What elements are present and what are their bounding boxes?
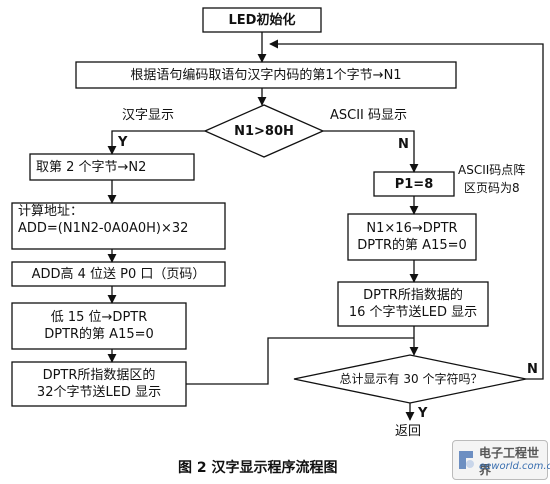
total-decision-label: 总计显示有 30 个字符吗？ [339,371,483,386]
send32-line2: 32个字节送LED 显示 [36,385,162,400]
send16-label: DPTR所指数据的 16 个字节送LED 显示 [338,282,488,326]
n1x16-line2: DPTR的第 A15=0 [357,238,467,253]
end-label: 返回 [395,424,422,439]
send-p0-box [11,261,226,287]
calc-addr-line2: ADD=(N1N2-0A0A0H)×32 [18,221,189,236]
left-branch-merge-line [186,337,414,385]
p1-label: P1=8 [394,176,434,192]
hanzi-branch-label: 汉字显示 [122,108,175,123]
fetch-second-label: 取第 2 个字节→N2 [36,159,147,175]
send16-line1: DPTR所指数据的 [363,288,463,303]
n1x16-line1: N1×16→DPTR [366,221,458,236]
logo-mark-icon [459,451,474,469]
n1x16-label: N1×16→DPTR DPTR的第 A15=0 [348,214,476,260]
low15-line1: 低 15 位→DPTR [50,310,148,325]
calc-addr-line1: 计算地址： [18,204,84,219]
fetch-first-label: 根据语句编码取语句汉字内码的第1个字节→N1 [130,67,402,83]
calc-addr-label: 计算地址： ADD=(N1N2-0A0A0H)×32 [12,203,225,249]
low15-line2: DPTR的第 A15=0 [44,327,154,342]
ascii-page-note-line1: ASCII码点阵 [458,163,526,177]
send32-label: DPTR所指数据区的 32个字节送LED 显示 [12,362,186,406]
ascii-page-note-line2: 区页码为8 [464,181,520,195]
n1-decision-label: N1>80H [234,124,294,139]
loop-back-line [269,39,544,380]
start-label: LED初始化 [228,12,296,28]
send32-line1: DPTR所指数据区的 [42,368,156,383]
send-p0-label: ADD高 4 位送 P0 口（页码） [31,266,206,282]
yes-branch-line [107,130,205,155]
eeworld-logo: 电子工程世界 eeworld.com.cn [452,440,550,480]
figure-caption: 图 2 汉字显示程序流程图 [178,460,338,476]
yes-label-2: Y [418,406,428,421]
logo-text-en: eeworld.com.cn [479,461,550,472]
ascii-branch-label: ASCII 码显示 [330,108,408,123]
send16-line2: 16 个字节送LED 显示 [348,305,478,320]
no-label-2: N [527,362,538,377]
low15-box [11,302,187,350]
no-label-1: N [398,137,409,152]
calc-addr-box [11,202,226,250]
no-branch-line [323,130,419,173]
low15-label: 低 15 位→DPTR DPTR的第 A15=0 [12,303,186,349]
logo-text-cn: 电子工程世界 [479,446,540,477]
yes-label-1: Y [118,135,128,150]
